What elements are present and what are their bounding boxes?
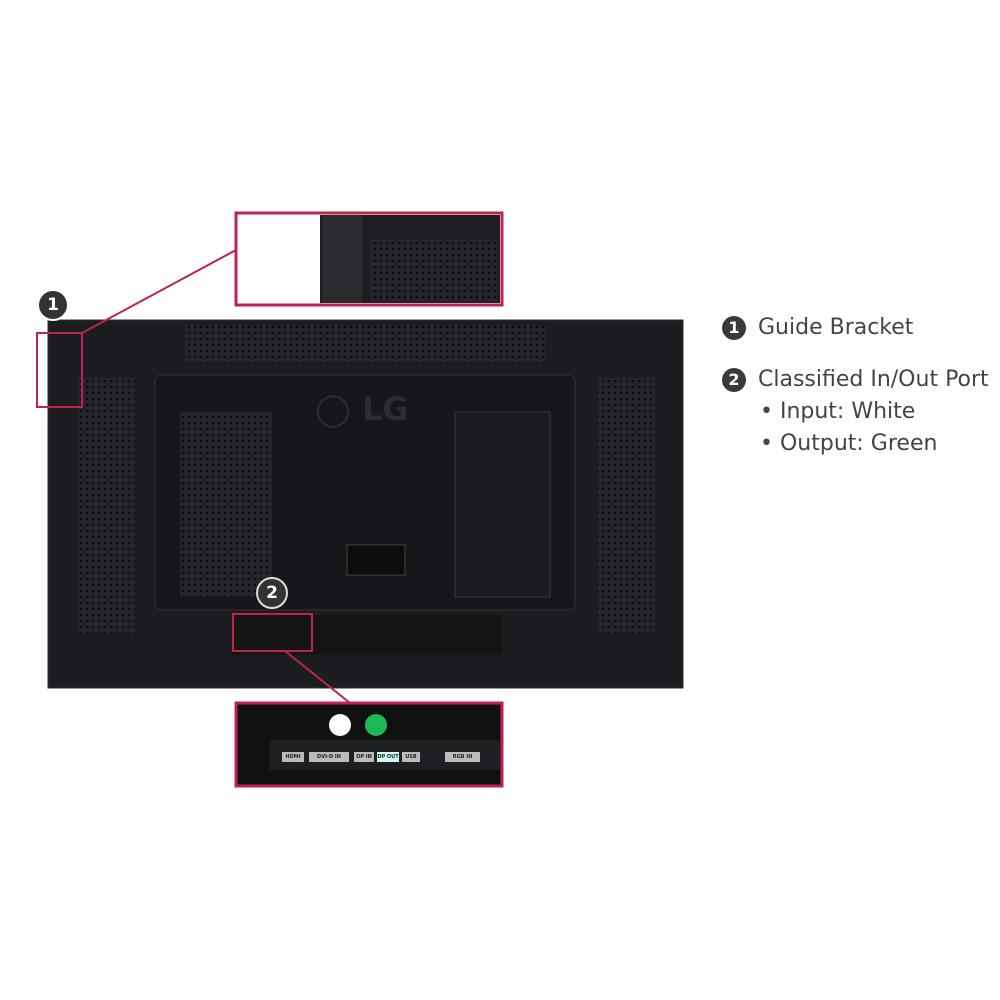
top-vent	[185, 325, 545, 363]
port-dvi-in: DVI-D IN	[309, 752, 349, 762]
legend-label: Guide Bracket	[758, 315, 914, 340]
right-vent	[597, 378, 655, 633]
legend-sub-list: • Input: White • Output: Green	[760, 396, 989, 460]
right-panel-plate	[454, 411, 551, 598]
port-dp-in: DP IN	[354, 752, 374, 762]
port-dp-out: DP OUT	[377, 752, 399, 762]
legend-sub-output: • Output: Green	[760, 431, 938, 456]
inner-left-vent	[180, 412, 272, 597]
output-green-dot	[365, 714, 387, 736]
input-white-dot	[329, 714, 351, 736]
marker-guide-bracket: 1	[37, 289, 69, 321]
legend-label: Classified In/Out Port	[758, 367, 989, 392]
port-rgb-in: RGB IN	[445, 752, 480, 762]
port-labels: HDMI IN DVI-D IN DP IN DP OUT USB RGB IN	[282, 752, 502, 770]
port-strip	[232, 615, 502, 655]
left-vent	[78, 378, 135, 633]
legend-sub-input: • Input: White	[760, 399, 916, 424]
port-usb: USB	[402, 752, 420, 762]
number-one-icon: 1	[722, 316, 746, 340]
number-two-icon: 2	[722, 368, 746, 392]
port-highlight	[232, 613, 313, 652]
guide-bracket-highlight	[36, 332, 83, 408]
legend-item-guide-bracket: 1 Guide Bracket	[722, 312, 989, 344]
legend-item-port: 2 Classified In/Out Port	[722, 364, 989, 396]
port-hdmi-in: HDMI IN	[282, 752, 304, 770]
handle	[346, 544, 406, 576]
marker-port: 2	[256, 577, 288, 609]
lg-logo: ◯ LG	[315, 390, 409, 428]
legend: 1 Guide Bracket 2 Classified In/Out Port…	[722, 312, 989, 460]
